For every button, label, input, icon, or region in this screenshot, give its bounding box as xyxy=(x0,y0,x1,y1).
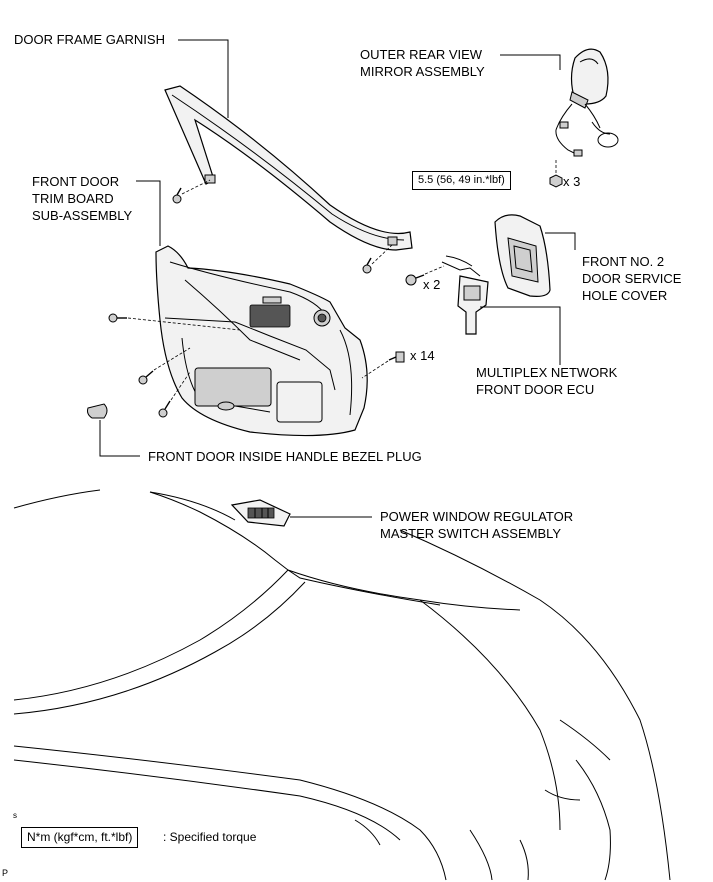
vehicle-body-outline xyxy=(13,489,671,881)
dash-trim-screw-2 xyxy=(153,347,191,371)
label-outer-mirror-line1: OUTER REAR VIEW xyxy=(360,47,483,62)
garnish-clip-1 xyxy=(172,187,182,204)
master-switch-part xyxy=(230,499,291,527)
trim-board-part xyxy=(155,245,368,437)
page-mark: P xyxy=(2,868,9,878)
hole-cover-part xyxy=(494,214,551,297)
door-frame-garnish-part xyxy=(164,85,413,251)
label-bezel-plug: FRONT DOOR INSIDE HANDLE BEZEL PLUG xyxy=(148,449,422,464)
label-hole-cover-line3: HOLE COVER xyxy=(582,288,668,303)
torque-box-mirror: 5.5 (56, 49 in.*lbf) xyxy=(412,171,511,190)
legend-description: : Specified torque xyxy=(163,830,257,844)
outer-mirror-part xyxy=(555,48,619,157)
leader-ecu xyxy=(480,306,561,365)
garnish-clip-2 xyxy=(362,257,372,274)
label-master-switch-line1: POWER WINDOW REGULATOR xyxy=(380,509,574,524)
dash-trim-clip xyxy=(361,360,389,379)
label-door-frame-garnish: DOOR FRAME GARNISH xyxy=(14,32,165,47)
label-trim-board-line1: FRONT DOOR xyxy=(32,174,120,189)
label-outer-mirror-line2: MIRROR ASSEMBLY xyxy=(360,64,485,79)
trim-screw-2 xyxy=(138,370,154,385)
legend-unit-box: N*m (kgf*cm, ft.*lbf) xyxy=(21,827,139,848)
label-ecu-line1: MULTIPLEX NETWORK xyxy=(476,365,618,380)
trim-clip xyxy=(388,351,405,363)
label-hole-cover-line2: DOOR SERVICE xyxy=(582,271,682,286)
leader-hole-cover xyxy=(545,232,576,250)
dash-trim-screw-3 xyxy=(170,371,191,401)
label-trim-board-line3: SUB-ASSEMBLY xyxy=(32,208,133,223)
trim-screw-1 xyxy=(108,313,127,323)
trim-screw-3 xyxy=(158,400,171,418)
label-hole-cover-line1: FRONT NO. 2 xyxy=(582,254,665,269)
dash-garnish-2 xyxy=(371,244,393,265)
qty-ecu-screws: x 2 xyxy=(423,277,441,292)
leader-bezel-plug xyxy=(99,420,140,457)
label-ecu-line2: FRONT DOOR ECU xyxy=(476,382,595,397)
leader-outer-mirror xyxy=(500,54,561,70)
leader-trim-board xyxy=(136,180,161,246)
dash-trim-screw-1 xyxy=(127,317,241,331)
dash-ecu-screw xyxy=(424,265,445,275)
label-trim-board-line2: TRIM BOARD xyxy=(32,191,114,206)
ecu-part xyxy=(441,255,489,335)
bezel-plug-part xyxy=(87,403,108,419)
dash-garnish-1 xyxy=(181,179,211,195)
mirror-nut xyxy=(549,174,563,188)
corner-small-mark: s xyxy=(13,811,17,820)
ecu-screw xyxy=(405,274,425,286)
leader-door-frame-garnish xyxy=(178,39,229,118)
label-master-switch-line2: MASTER SWITCH ASSEMBLY xyxy=(380,526,562,541)
qty-trim-clips: x 14 xyxy=(410,348,435,363)
qty-mirror-nuts: x 3 xyxy=(563,174,581,189)
